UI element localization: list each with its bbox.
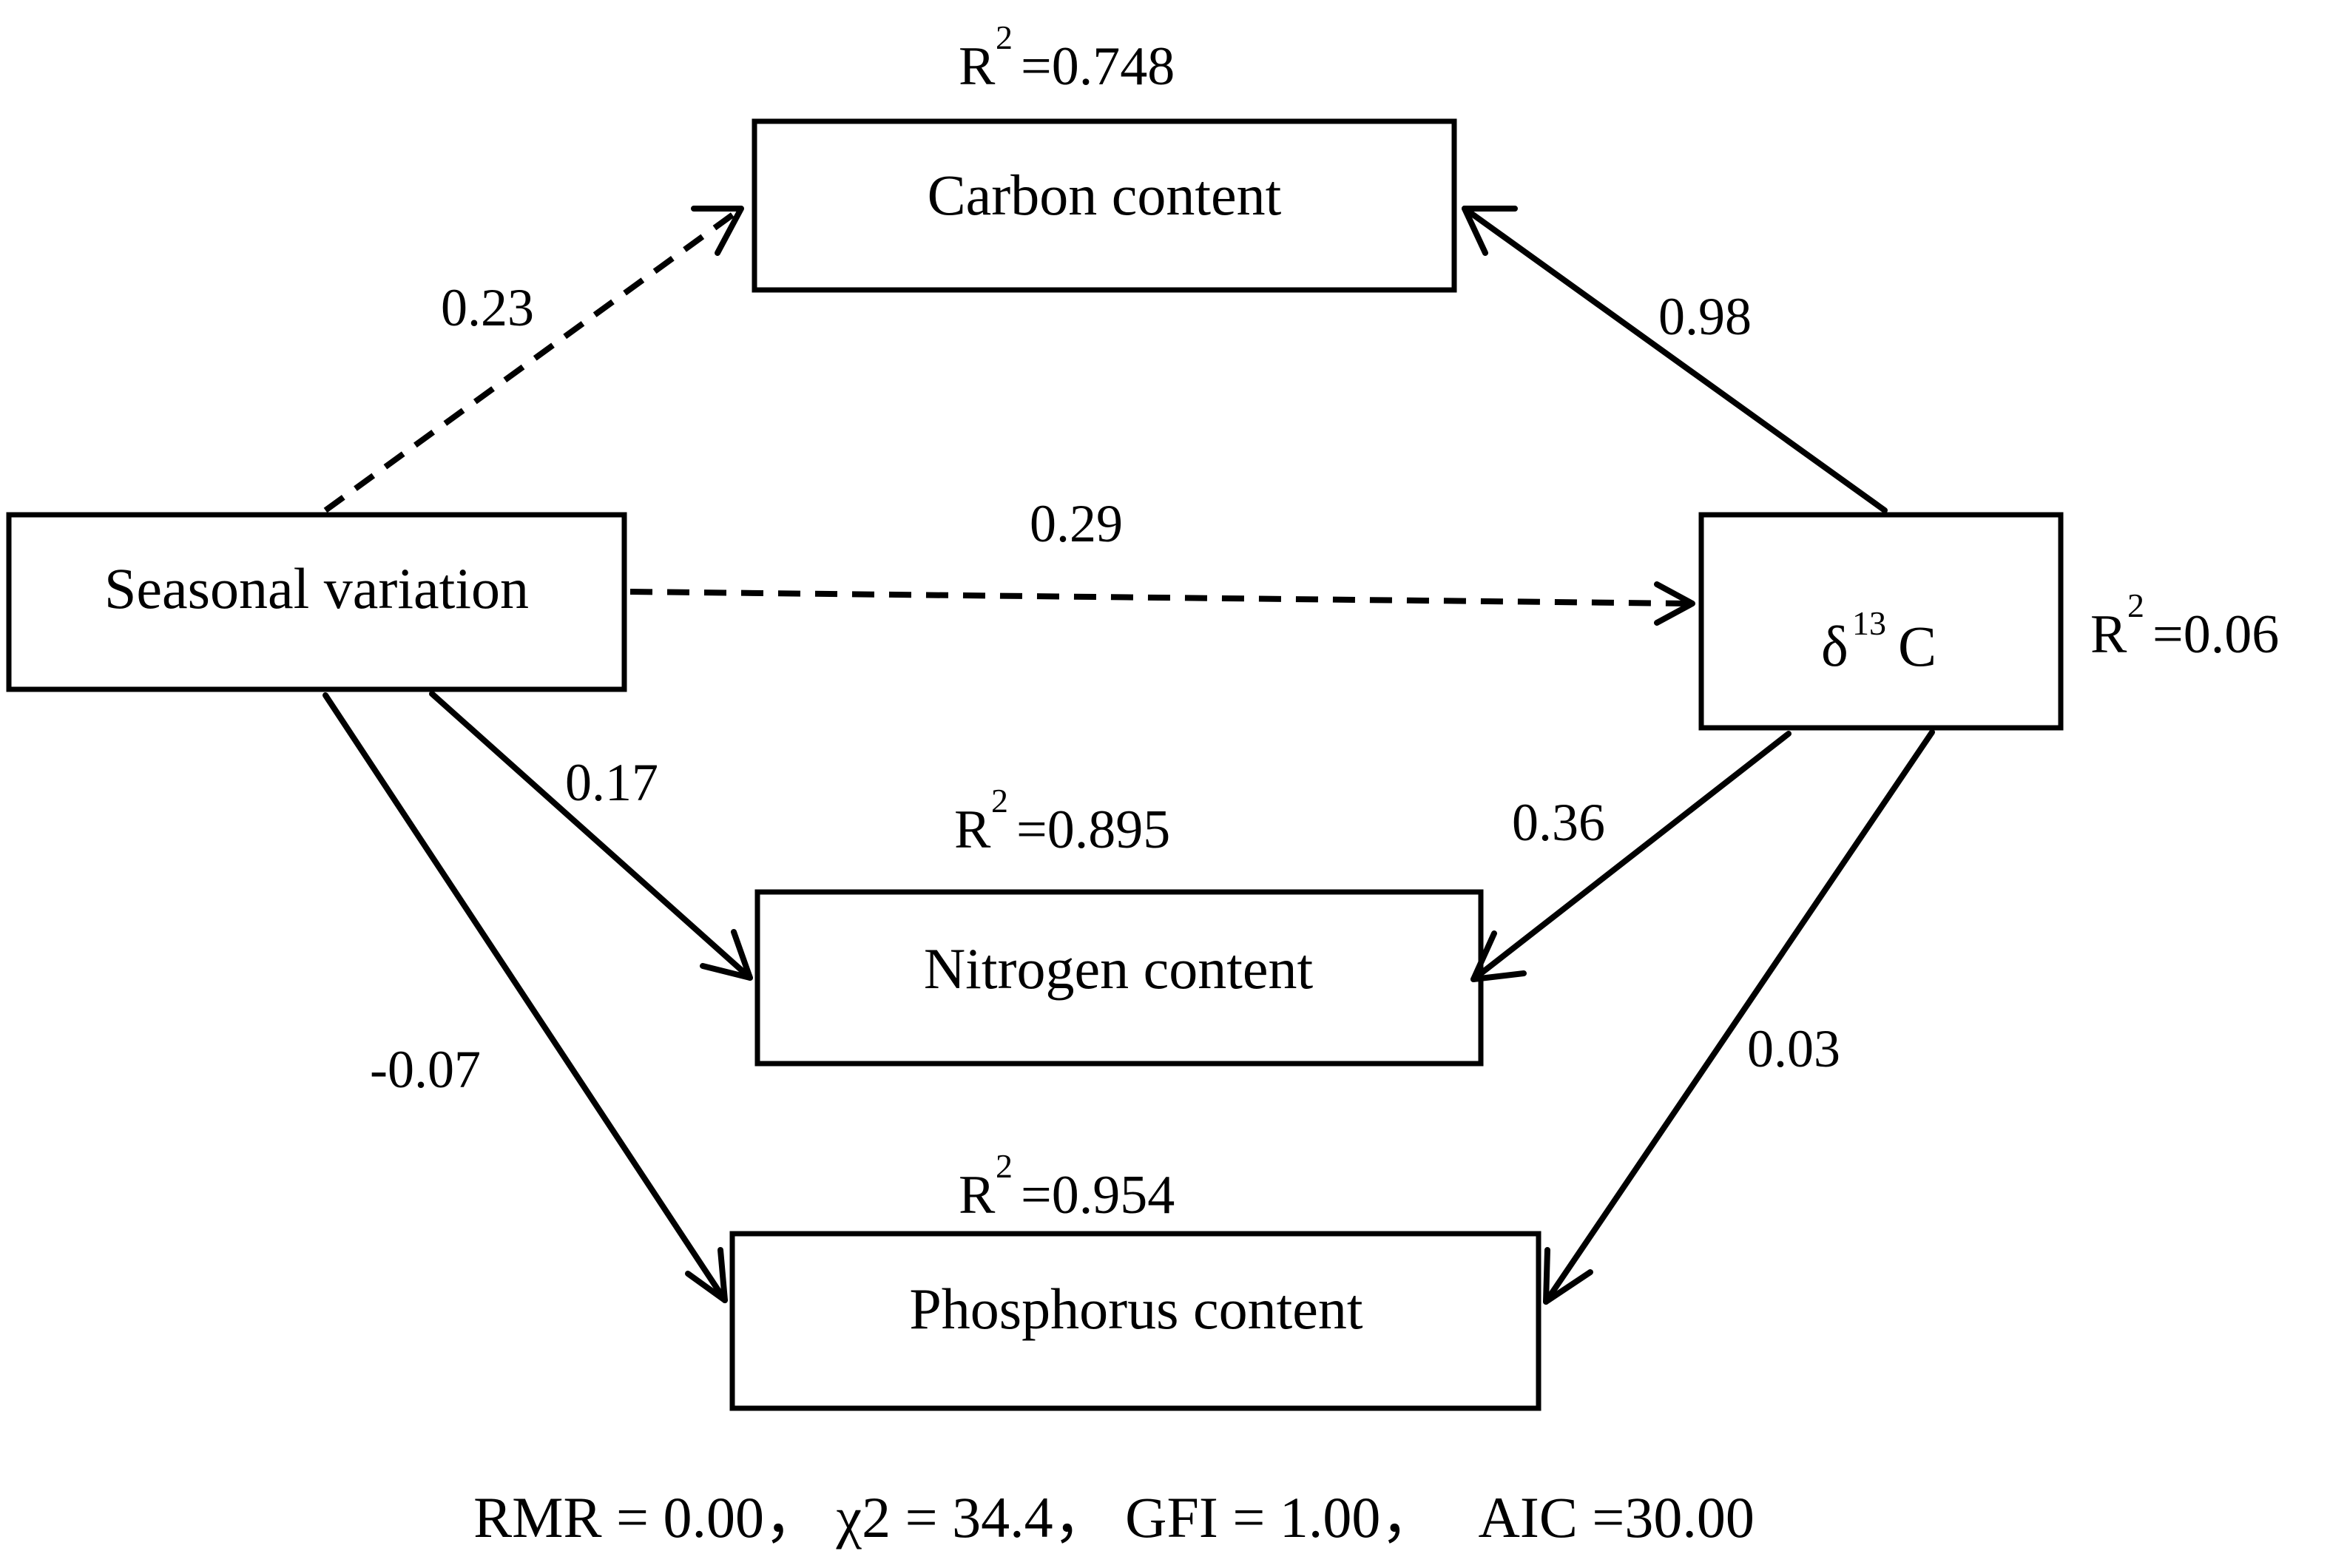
delta-symbol: δ <box>1821 614 1848 678</box>
arrowhead-seasonal-to-delta <box>1654 581 1695 626</box>
arrow-delta-to-phosphorus <box>1543 729 1935 1305</box>
r2-symbol: R <box>959 36 996 97</box>
arrowhead-seasonal-to-phosphorus <box>685 1247 728 1303</box>
r2-phosphorus: R 2 =0.954 <box>959 1147 1175 1226</box>
coef-delta-carbon: 0.98 <box>1658 287 1752 346</box>
r2-nitrogen-value: =0.895 <box>1016 800 1170 860</box>
arrow-seasonal-to-nitrogen <box>429 691 753 981</box>
r2-phosphorus-value: =0.954 <box>1021 1165 1175 1226</box>
arrowhead-seasonal-to-nitrogen <box>700 929 753 981</box>
delta-element: C <box>1898 614 1936 678</box>
delta13c-box <box>1698 512 2064 731</box>
arrow-delta-to-nitrogen <box>1470 731 1792 982</box>
arrow-seasonal-to-phosphorus <box>323 692 728 1303</box>
arrow-seasonal-to-carbon <box>323 206 743 513</box>
arrow-seasonal-to-delta <box>629 589 1689 606</box>
coef-seasonal-carbon: 0.23 <box>441 278 534 337</box>
arrowhead-seasonal-to-carbon <box>691 206 744 256</box>
seasonal-variation-label: Seasonal variation <box>104 556 529 621</box>
coef-delta-nitrogen: 0.36 <box>1512 793 1605 852</box>
seasonal-variation-box <box>6 512 627 692</box>
r2-carbon-value: =0.748 <box>1021 36 1175 97</box>
r2-delta: R 2 =0.06 <box>2090 587 2279 665</box>
carbon-content-box <box>752 118 1457 293</box>
r2-symbol: R <box>954 800 991 860</box>
carbon-content-label: Carbon content <box>928 163 1282 227</box>
delta-superscript: 13 <box>1852 604 1886 642</box>
phosphorus-content-label: Phosphorus content <box>909 1277 1362 1341</box>
r2-nitrogen: R 2 =0.895 <box>954 782 1170 860</box>
r2-delta-value: =0.06 <box>2152 604 2279 665</box>
model-fit-statistics: RMR = 0.00， χ2 = 34.4， GFI = 1.00， AIC =… <box>473 1485 1755 1550</box>
phosphorus-content-box <box>729 1231 1541 1411</box>
arrowhead-delta-to-nitrogen <box>1470 930 1527 982</box>
r2-symbol: R <box>959 1165 996 1226</box>
r2-superscript: 2 <box>2127 587 2144 624</box>
arrow-delta-to-carbon <box>1462 206 1888 513</box>
coef-seasonal-nitrogen: 0.17 <box>565 753 658 812</box>
coef-seasonal-delta: 0.29 <box>1030 494 1123 553</box>
coef-delta-phosphorus: 0.03 <box>1747 1019 1840 1078</box>
r2-superscript: 2 <box>996 18 1013 56</box>
r2-superscript: 2 <box>991 782 1008 820</box>
r2-superscript: 2 <box>996 1147 1013 1185</box>
arrowhead-delta-to-carbon <box>1462 206 1518 256</box>
coef-seasonal-phosphorus: -0.07 <box>370 1040 481 1099</box>
nitrogen-content-label: Nitrogen content <box>924 936 1314 1001</box>
arrowhead-delta-to-phosphorus <box>1543 1247 1593 1305</box>
r2-carbon: R 2 =0.748 <box>959 18 1175 97</box>
r2-symbol: R <box>2090 604 2127 665</box>
